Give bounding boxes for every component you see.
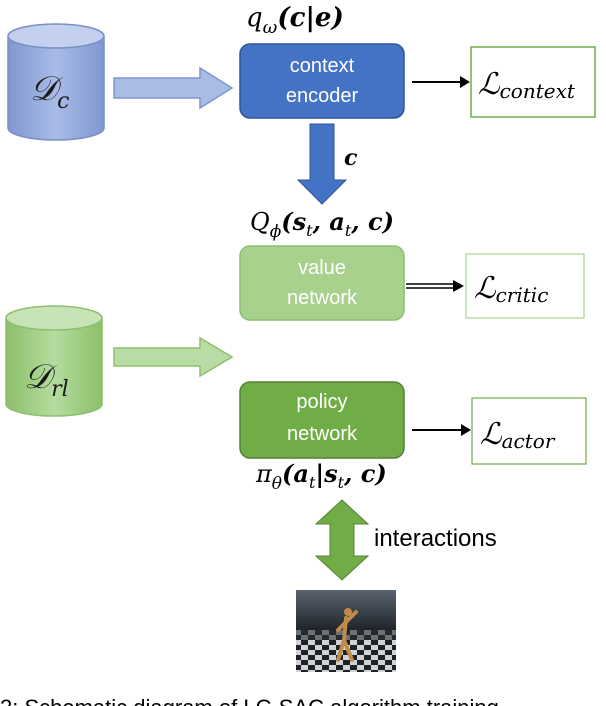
- svg-text:ℒactor: ℒactor: [480, 417, 556, 453]
- value-label-line2: network: [287, 287, 358, 309]
- value-to-loss-arrow: [406, 280, 464, 292]
- policy-to-loss-arrow: [412, 424, 471, 436]
- svg-text:ℒcritic: ℒcritic: [474, 271, 548, 307]
- value-formula-s-sub: t: [306, 221, 313, 240]
- policy-formula-pi: π: [255, 460, 273, 488]
- policy-network-box: policy network: [239, 381, 405, 459]
- context-loss-symbol: ℒ: [478, 67, 501, 102]
- policy-formula-sub: θ: [272, 474, 282, 494]
- encoder-to-loss-arrow: [412, 76, 470, 88]
- policy-label-line2: network: [287, 423, 358, 445]
- encoder-formula-args: (c|e): [277, 3, 343, 33]
- critic-loss-symbol: ℒ: [474, 271, 497, 306]
- encoder-label-line2: encoder: [286, 85, 359, 107]
- svg-text:πθ(at|st, c): πθ(at|st, c): [255, 459, 387, 494]
- encoder-formula-sub: ω: [263, 17, 278, 38]
- interactions-label: interactions: [374, 525, 497, 552]
- rl-dataset-cylinder: 𝒟rl: [5, 305, 103, 417]
- context-loss-subscript: context: [500, 79, 576, 103]
- svg-text:Qϕ(st, at, c): Qϕ(st, at, c): [250, 207, 394, 242]
- value-formula-close: , c): [350, 207, 394, 236]
- svg-text:qω(c|e): qω(c|e): [246, 3, 344, 38]
- dataset-rl-subscript: rl: [51, 377, 69, 402]
- value-network-box: value network: [239, 245, 405, 321]
- context-encoder-box: context encoder: [239, 43, 405, 119]
- critic-loss-subscript: critic: [496, 283, 549, 307]
- value-formula-mid: , a: [312, 207, 345, 236]
- value-label-line1: value: [298, 257, 346, 279]
- actor-loss-box: ℒactor: [471, 397, 587, 465]
- value-formula-q: Q: [250, 208, 270, 236]
- policy-label-line1: policy: [296, 391, 347, 413]
- encoder-label-line1: context: [290, 55, 355, 77]
- critic-loss-box: ℒcritic: [465, 253, 585, 319]
- interactions-double-arrow: [314, 499, 370, 581]
- dataset-c-subscript: c: [57, 89, 69, 114]
- caption-fragment: 2: Schematic diagram of LC-SAC algorithm…: [0, 695, 499, 706]
- actor-loss-subscript: actor: [502, 429, 556, 453]
- value-formula-open: (s: [281, 207, 306, 236]
- actor-loss-symbol: ℒ: [480, 417, 503, 452]
- context-dataset-cylinder: 𝒟c: [7, 23, 105, 141]
- value-formula-sub: ϕ: [270, 222, 282, 242]
- encoder-formula-q: q: [246, 3, 263, 33]
- dataset-rl-to-networks-arrow: [113, 336, 234, 378]
- dataset-c-to-encoder-arrow: [113, 66, 234, 110]
- context-vector-down-arrow: [296, 123, 348, 205]
- policy-formula-open: (a: [282, 459, 309, 488]
- svg-text:ℒcontext: ℒcontext: [478, 67, 576, 103]
- policy-formula-mid: |s: [315, 459, 338, 488]
- value-formula-a-sub: t: [345, 221, 352, 240]
- context-vector-label: c: [344, 145, 358, 171]
- environment-render-image: [296, 590, 396, 672]
- policy-formula-close: , c): [343, 459, 387, 488]
- policy-formula-a-sub: t: [309, 473, 316, 492]
- context-loss-box: ℒcontext: [470, 46, 596, 118]
- policy-formula-s-sub: t: [338, 473, 345, 492]
